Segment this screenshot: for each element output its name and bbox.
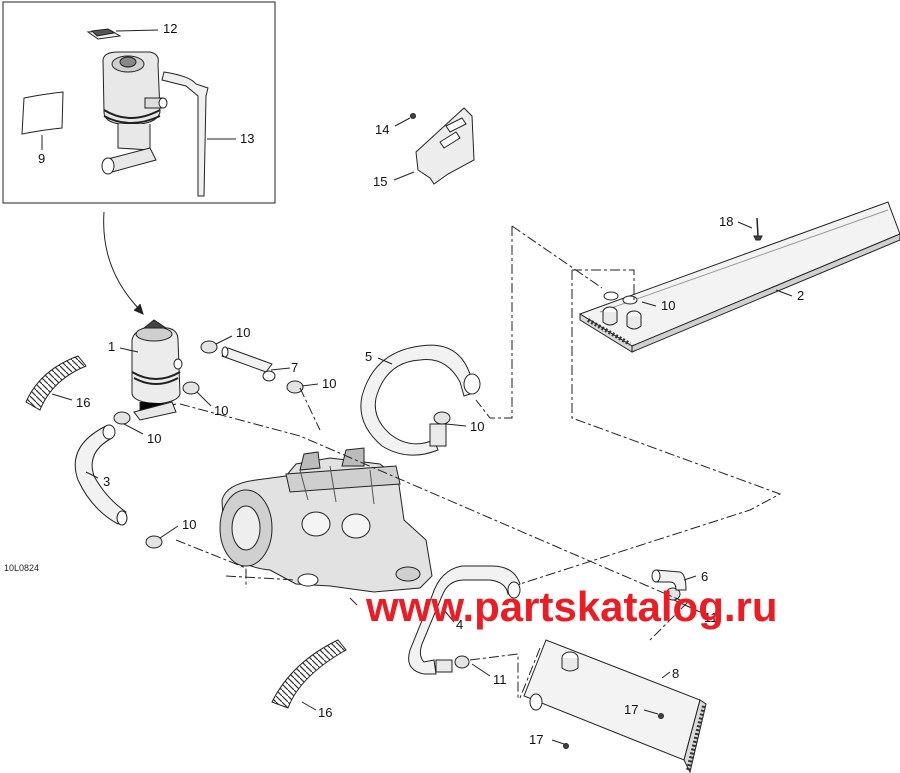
callout-18: 18 [719,214,734,229]
callout-15: 15 [373,174,388,189]
callout-10-hose7-clamp: 10 [322,376,337,391]
callout-16-upper: 16 [76,395,91,410]
inset-detail-frame [2,1,276,204]
corrugated-hose-upper [25,355,87,411]
bracket-leader-lines [393,117,415,181]
engine-block [219,447,433,593]
callout-3: 3 [103,474,111,489]
callout-17-lower: 17 [529,732,544,747]
callout-9: 9 [38,151,46,166]
hose-4 [408,565,521,675]
callout-10-lower-clamp: 10 [182,517,197,532]
callout-7: 7 [291,360,299,375]
callout-5: 5 [365,349,373,364]
callout-10-hose5-clamp: 10 [470,419,485,434]
reservoir-tank-detail [101,51,168,175]
callout-16-lower: 16 [318,705,333,720]
callout-17-upper: 17 [624,702,639,717]
diagram-reference-code: 10L0824 [4,563,40,573]
watermark-text: www.partskatalog.ru [366,583,778,630]
decal-part [21,91,64,135]
callout-11-upper: 11 [704,610,718,625]
callout-10-exchanger: 10 [661,298,676,313]
hose-5 [360,344,481,456]
callout-10-reservoir-outlet: 10 [214,403,229,418]
callout-8: 8 [672,666,680,681]
callout-2: 2 [797,288,805,303]
elbow-6 [651,569,687,591]
callout-10-hose3-clamp: 10 [147,431,162,446]
callout-10-upper-clamp: 10 [236,325,251,340]
callout-6: 6 [701,569,709,584]
hose-clamps [113,340,681,669]
callout-13: 13 [240,131,255,146]
inset-pointer-arrow [103,211,144,315]
inset-leader-lines [41,29,236,150]
routing-dashed-lines [175,225,782,700]
overflow-hose-part [161,71,209,197]
mounting-bracket-part [410,107,475,185]
callout-1: 1 [108,339,116,354]
callout-4: 4 [456,617,464,632]
reservoir-cap-part [86,28,122,40]
heat-exchanger-lower [523,639,707,773]
heat-exchanger-upper [578,201,900,353]
coolant-reservoir [131,319,183,421]
callout-14: 14 [375,122,390,137]
callout-leader-lines [51,221,793,745]
corrugated-hose-lower [271,639,347,709]
hose-7 [221,346,276,382]
callout-11-lower: 11 [493,672,507,687]
callout-12: 12 [163,21,178,36]
hose-3 [74,424,128,526]
